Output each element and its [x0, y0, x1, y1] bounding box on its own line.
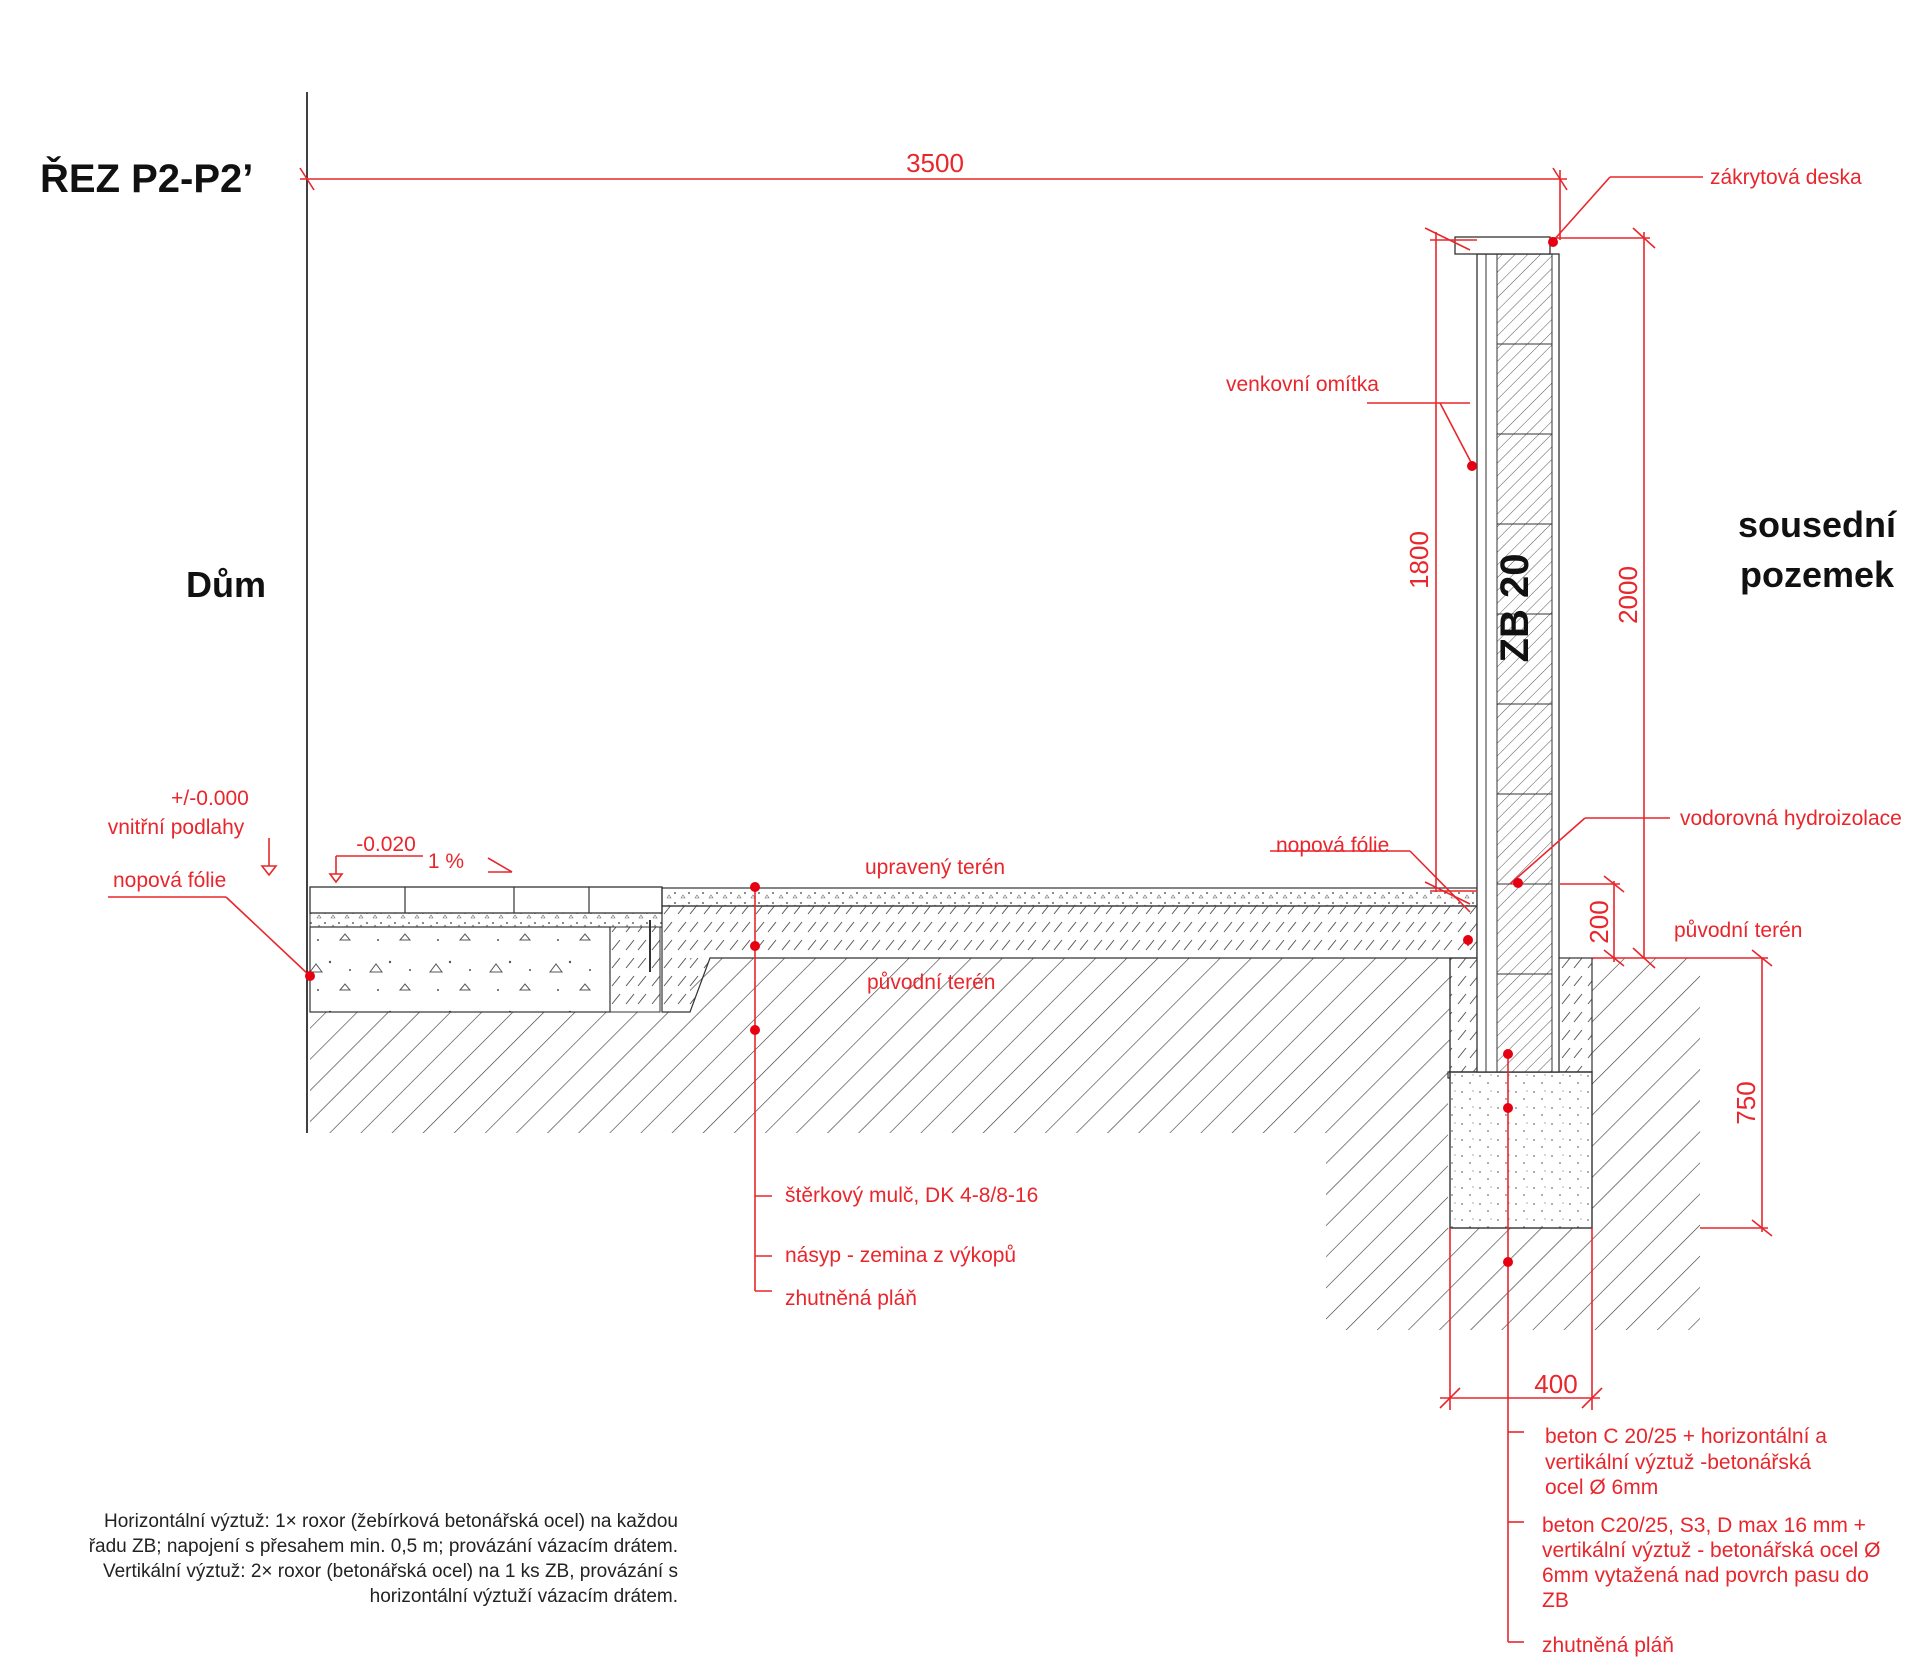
floor-level-marker [260, 838, 278, 877]
dimension-footing-depth-label: 750 [1731, 1081, 1761, 1124]
label-zhutnena-plan-1: zhutněná pláň [785, 1287, 917, 1310]
label-beton-1-line3: ocel Ø 6mm [1545, 1476, 1658, 1499]
leaders [108, 176, 1703, 1643]
label-puvodni-teren-right: původní terén [1674, 919, 1802, 942]
label-vodorovna-hydroizolace: vodorovná hydroizolace [1680, 807, 1902, 830]
dimension-width [299, 167, 1568, 240]
dimension-footing-width [1439, 1228, 1603, 1410]
page-title: ŘEZ P2-P2’ [40, 155, 253, 201]
label-beton-2-line3: 6mm vytažená nad povrch pasu do [1542, 1564, 1869, 1587]
note-line-3: Vertikální výztuž: 2× roxor (betonářská … [103, 1561, 678, 1582]
label-nopova-folie-right: nopová fólie [1276, 834, 1389, 857]
floor-level-value: +/-0.000 [171, 787, 249, 810]
callout-dots [305, 237, 1558, 1267]
dimension-footing-width-label: 400 [1534, 1369, 1577, 1399]
label-beton-2-line1: beton C20/25, S3, D max 16 mm + [1542, 1514, 1866, 1537]
label-nopova-folie-left: nopová fólie [113, 869, 226, 892]
label-puvodni-teren-center: původní terén [867, 971, 995, 994]
dimension-width-label: 3500 [906, 148, 964, 178]
label-zhutnena-plan-2: zhutněná pláň [1542, 1634, 1674, 1657]
zb-wall [1454, 236, 1560, 1073]
paving-level-marker [328, 855, 423, 884]
footing [1449, 1071, 1593, 1229]
note-line-2: řadu ZB; napojení s přesahem min. 0,5 m;… [89, 1536, 678, 1557]
dimension-above-ground-label: 200 [1584, 900, 1614, 943]
label-venkovni-omitka: venkovní omítka [1226, 373, 1379, 396]
ground-soil [310, 958, 1700, 1330]
label-nasyp: násyp - zemina z výkopů [785, 1244, 1016, 1267]
dimension-footing-depth [1592, 949, 1773, 1237]
floor-level-caption: vnitřní podlahy [108, 816, 245, 839]
label-beton-1-line1: beton C 20/25 + horizontální a [1545, 1425, 1827, 1448]
gravel-mulch [661, 887, 1478, 907]
neighbor-label-line1: sousední [1738, 504, 1897, 545]
label-upraveny-teren: upravený terén [865, 856, 1005, 879]
dimension-wall-1800-label: 1800 [1404, 531, 1434, 589]
label-beton-2-line2: vertikální výztuž - betonářská ocel Ø [1542, 1539, 1880, 1562]
dimension-wall-1800 [1424, 227, 1477, 905]
wall-label: ZB 20 [1493, 554, 1537, 663]
label-beton-1-line2: vertikální výztuž -betonářská [1545, 1451, 1811, 1474]
slope-value: 1 % [428, 850, 464, 873]
neighbor-label-line2: pozemek [1740, 554, 1895, 595]
paving [309, 886, 663, 1013]
note-line-1: Horizontální výztuž: 1× roxor (žebírková… [104, 1511, 678, 1532]
slope-arrow [487, 857, 513, 873]
paving-level-value: -0.020 [356, 833, 416, 856]
dimension-wall-2000-label: 2000 [1613, 566, 1643, 624]
house-label: Dům [186, 564, 266, 605]
label-zakrytova-deska: zákrytová deska [1710, 166, 1862, 189]
label-beton-2-line4: ZB [1542, 1589, 1569, 1612]
label-sterkovy-mulc: štěrkový mulč, DK 4-8/8-16 [785, 1184, 1038, 1207]
note-line-4: horizontální výztuží vázacím drátem. [370, 1586, 678, 1607]
